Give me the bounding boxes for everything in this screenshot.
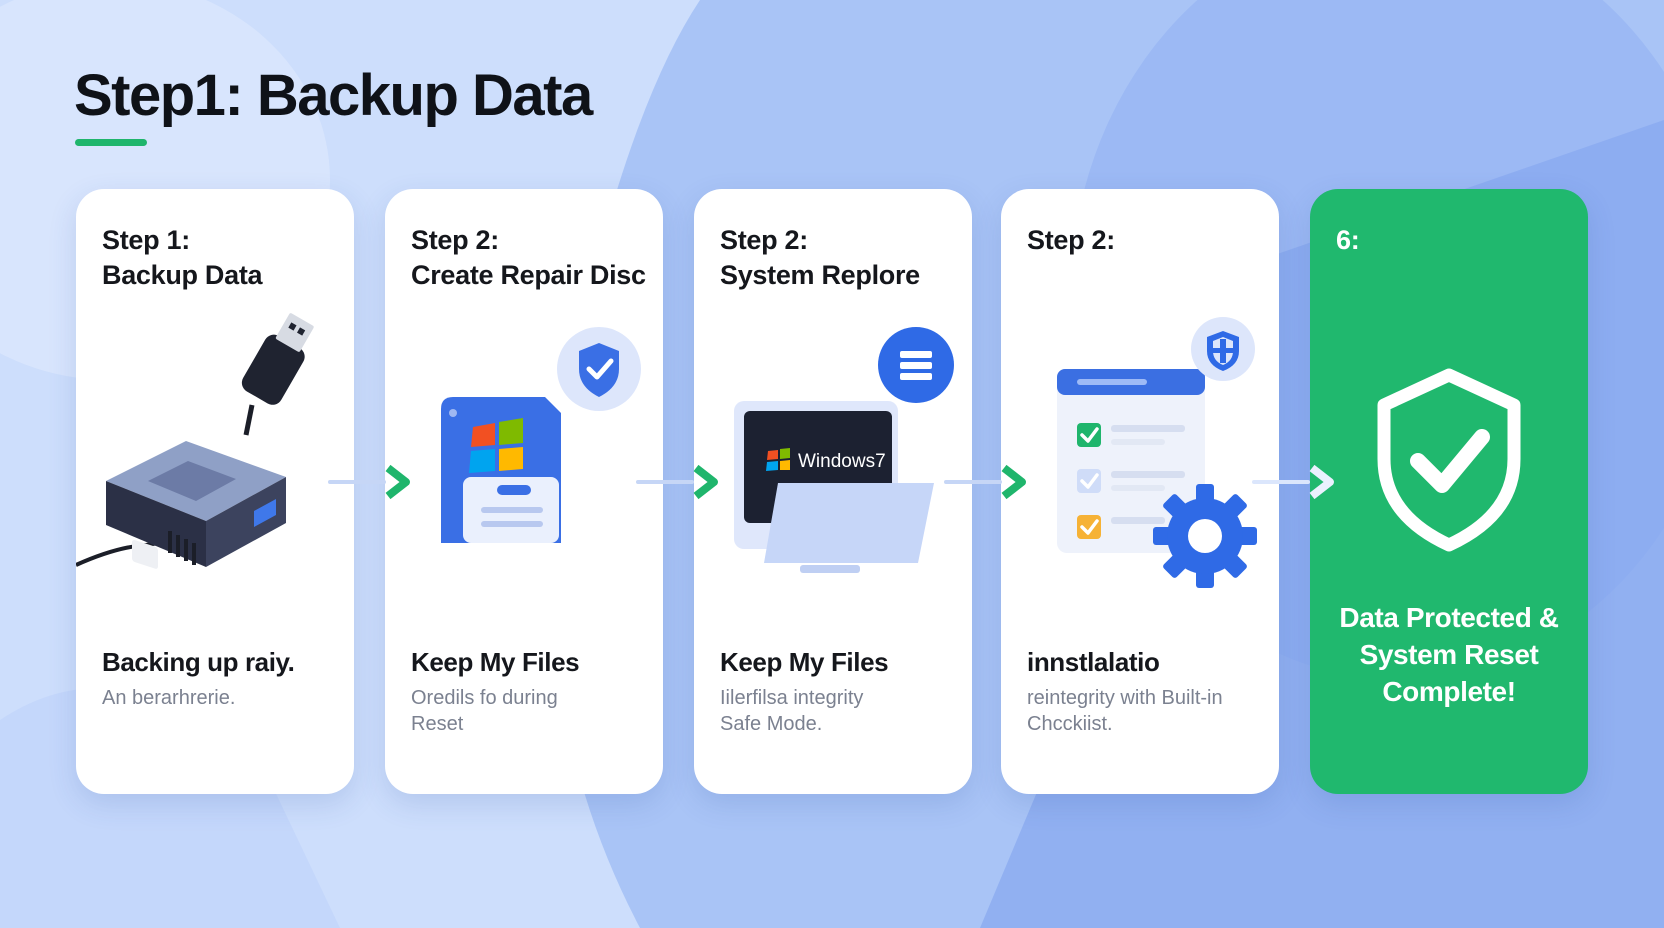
- page-title: Step1: Backup Data: [74, 63, 593, 128]
- step-card-installation[interactable]: Step 2:: [1001, 189, 1279, 794]
- arrow-right-icon: [944, 464, 1026, 500]
- card-description: Iilerfilsa integrity Safe Mode.: [720, 687, 864, 735]
- arrow-right-icon: [328, 464, 410, 500]
- card-heading: innstlalatio: [1027, 647, 1160, 677]
- arrow-right-icon: [636, 464, 718, 500]
- card-description: Oredils fo during Reset: [411, 687, 558, 735]
- screen-label: Windows7: [798, 451, 886, 472]
- shield-check-icon: [1377, 368, 1521, 552]
- step-card-backup[interactable]: Step 1: Backup Data Backing up raiy. An …: [76, 189, 354, 794]
- card-description: reintegrity with Built-in Chcckiist.: [1027, 687, 1223, 735]
- step-label: Step 2:: [1027, 225, 1115, 255]
- arrow-right-icon: [1252, 464, 1334, 500]
- floppy-disc-windows-icon: [441, 327, 641, 543]
- checklist-gear-icon: [1057, 317, 1257, 588]
- completion-message: Data Protected & System Reset Complete!: [1339, 602, 1559, 707]
- card-heading: Keep My Files: [411, 647, 580, 677]
- card-description: An berarhrerie.: [102, 687, 236, 709]
- windows-screen-folder-icon: Windows7: [734, 327, 954, 573]
- step-card-complete[interactable]: 6: Data Protected & System Reset Complet…: [1310, 189, 1588, 794]
- step-label: Step 1: Backup Data: [102, 225, 263, 290]
- step-label: 6:: [1336, 225, 1360, 255]
- card-heading: Keep My Files: [720, 647, 889, 677]
- usb-hard-drive-icon: [76, 313, 314, 569]
- step-label: Step 2: Create Repair Disc: [411, 225, 646, 290]
- step-label: Step 2: System Replore: [720, 225, 920, 290]
- card-heading: Backing up raiy.: [102, 647, 295, 677]
- step-card-system-restore[interactable]: Step 2: System Replore Windows7 Keep My …: [694, 189, 972, 794]
- title-underline: [75, 139, 147, 146]
- step-card-repair-disc[interactable]: Step 2: Create Repair Disc Keep My Files…: [385, 189, 663, 794]
